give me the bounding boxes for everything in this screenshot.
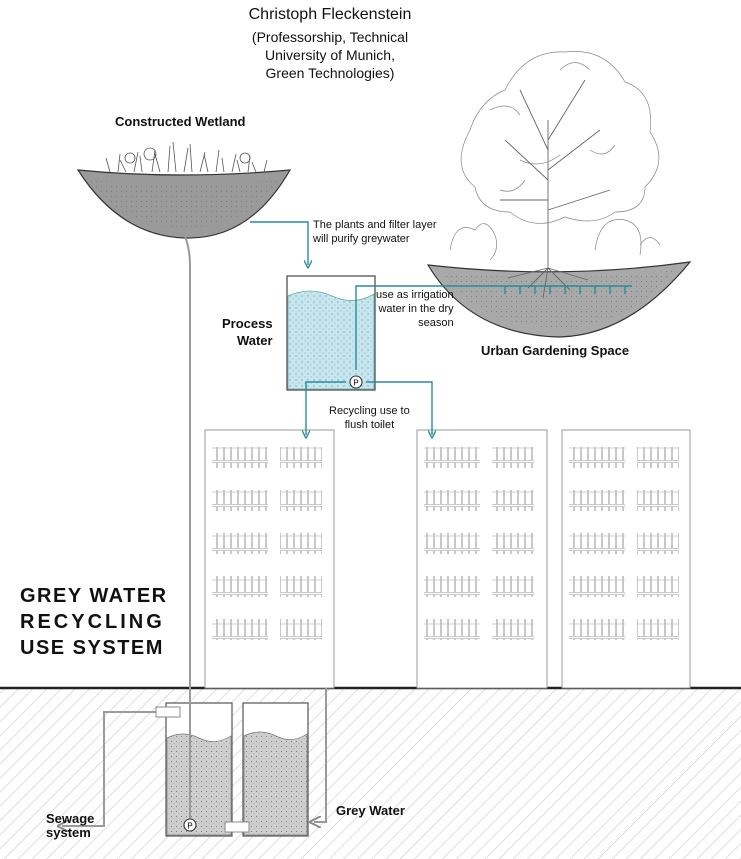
author-affiliation: (Professorship, Technical University of … — [251, 29, 409, 81]
purify-note: The plants and filter layer will purify … — [313, 219, 437, 245]
urban-gardening-label: Urban Gardening Space — [481, 343, 630, 358]
building-middle — [416, 429, 548, 689]
teal-pipes — [250, 221, 632, 435]
constructed-wetland-label: Constructed Wetland — [115, 114, 246, 129]
irrigation-note: use as irrigation water in the dry seaso… — [376, 289, 454, 329]
underground-tank-right — [242, 702, 309, 837]
pump-icon-underground: P — [183, 818, 197, 832]
diagram-title: GREY WATER RECYCLING USE SYSTEM — [20, 585, 168, 659]
grey-pipes — [62, 235, 327, 833]
pump-icon: P — [349, 375, 363, 389]
underground-soil — [0, 688, 741, 859]
urban-garden — [426, 51, 692, 338]
constructed-wetland — [76, 141, 292, 239]
author-name: Christoph Fleckenstein — [248, 6, 412, 23]
building-right — [561, 429, 691, 689]
building-left — [204, 429, 335, 689]
sewage-system-label: Sewage system — [46, 811, 95, 840]
toilet-note: Recycling use to flush toilet — [329, 405, 410, 431]
svg-text:P: P — [353, 379, 358, 388]
process-water-tank — [286, 275, 376, 391]
underground-tank-left — [165, 702, 233, 837]
svg-text:P: P — [187, 822, 192, 831]
grey-water-label: Grey Water — [336, 803, 405, 818]
process-water-label: Process Water — [222, 316, 273, 348]
